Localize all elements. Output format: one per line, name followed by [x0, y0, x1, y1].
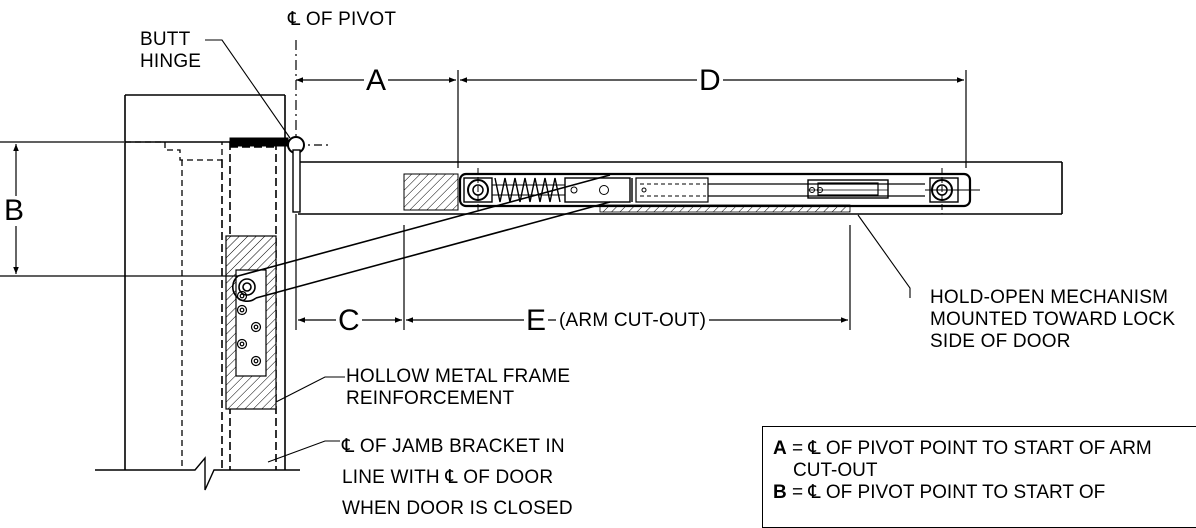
dimension-lines — [0, 70, 967, 330]
dimension-b-label: B — [2, 194, 27, 227]
arm-cutout-label: (ARM CUT-OUT) — [556, 310, 710, 332]
pivot-centerline-label: ℄ OF PIVOT — [288, 9, 397, 30]
legend-text-a: = ℄ OF PIVOT POINT TO START OF ARM — [792, 438, 1152, 459]
dimension-c-label: C — [336, 304, 362, 337]
legend-row-a: A = ℄ OF PIVOT POINT TO START OF ARM — [763, 438, 1196, 460]
butt-hinge-label: BUTT HINGE — [140, 29, 201, 73]
legend-row-a-cont: CUT-OUT — [793, 460, 878, 481]
hold-open-mechanism-label: HOLD-OPEN MECHANISM MOUNTED TOWARD LOCK … — [930, 287, 1175, 353]
leader-lines — [205, 39, 911, 463]
legend-row-b: B = ℄ OF PIVOT POINT TO START OF — [763, 482, 1196, 504]
dimension-d-label: D — [697, 64, 723, 97]
jamb-bracket-screws — [236, 290, 262, 367]
frame-reinforcement — [225, 235, 277, 410]
closer-body — [458, 168, 980, 214]
hold-open-label-line-3: SIDE OF DOOR — [930, 331, 1071, 352]
reinforcement-label: HOLLOW METAL FRAME REINFORCEMENT — [346, 366, 570, 410]
reinforcement-label-line-2: REINFORCEMENT — [346, 388, 515, 409]
frame-jamb — [95, 94, 300, 491]
reinforcement-label-line-1: HOLLOW METAL FRAME — [346, 366, 571, 387]
legend-text-b: = ℄ OF PIVOT POINT TO START OF — [792, 482, 1106, 503]
door-reinforcement-block — [403, 173, 459, 211]
closer-installation-drawing — [0, 39, 1063, 491]
jamb-bracket-label-line-1: ℄ OF JAMB BRACKET IN — [342, 436, 565, 457]
hold-open-label-line-1: HOLD-OPEN MECHANISM — [930, 287, 1169, 308]
hold-open-label-line-2: MOUNTED TOWARD LOCK — [930, 309, 1176, 330]
closer-arm — [232, 174, 611, 302]
jamb-bracket-label-line-3: WHEN DOOR IS CLOSED — [342, 498, 573, 519]
pivot-centerline — [295, 40, 330, 215]
dimension-a-label: A — [364, 64, 389, 97]
door — [292, 149, 1063, 215]
dimension-e-label: E — [524, 304, 549, 337]
butt-hinge-label-line-1: BUTT — [140, 29, 191, 50]
jamb-bracket-label-line-2: LINE WITH ℄ OF DOOR — [342, 467, 554, 488]
legend-key-b: B — [773, 482, 787, 503]
jamb-bracket-label: ℄ OF JAMB BRACKET IN LINE WITH ℄ OF DOOR… — [342, 431, 573, 524]
dimension-legend: A = ℄ OF PIVOT POINT TO START OF ARM CUT… — [762, 426, 1196, 528]
legend-key-a: A — [773, 438, 787, 459]
butt-hinge-label-line-2: HINGE — [140, 51, 202, 72]
